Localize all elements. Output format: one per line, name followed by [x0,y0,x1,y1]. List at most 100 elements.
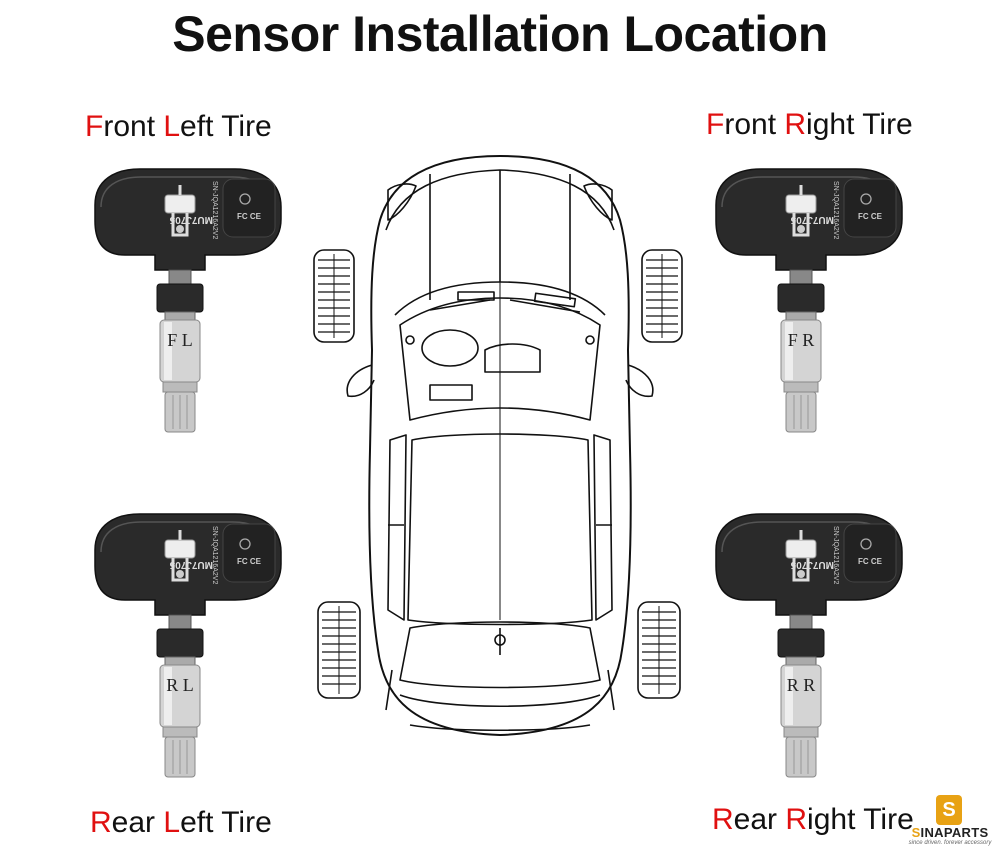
valve-nut [777,628,825,658]
sensor-model: MU7J705 [790,214,834,225]
rear-right-tire-label: Rear Right Tire [712,803,914,837]
position-code: F R [788,330,815,350]
sensor-dot-icon [860,538,872,550]
label-initial: F [85,110,104,143]
cert-mark: FC CE [858,212,883,221]
screw-head [785,194,817,214]
screw-nut [176,225,184,233]
valve-neck [168,269,192,285]
front-right-wheel [641,249,683,343]
sensor-pad [843,178,897,238]
sensor-serial: SN-JQA1216A2V2 [832,181,839,239]
cap-ridges [172,740,188,774]
valve-collar [783,726,819,738]
valve-collar [162,381,198,393]
position-code: R L [166,675,194,695]
label-text: ront [724,108,785,141]
label-initial: F [706,108,725,141]
valve-collar [162,726,198,738]
sensor-pad [222,178,276,238]
valve-nut [156,628,204,658]
front-left-tire-label: Front Left Tire [85,110,272,144]
valve-nut [777,283,825,313]
front-left-wheel [313,249,355,343]
sinaparts-logo: S SINAPARTS since driven. forever access… [900,795,1000,852]
label-text: ear [733,803,786,836]
label-text: ear [111,806,164,839]
label-initial: R [785,803,808,836]
label-text: ight Tire [806,108,913,141]
screw-nut [797,225,805,233]
label-initial: R [712,803,734,836]
label-text: ight Tire [807,803,914,836]
screw-clip [171,185,189,237]
cert-mark: FC CE [237,557,262,566]
valve-neck [789,269,813,285]
brand-rest: INAPARTS [920,825,989,840]
sensor-dot-icon [239,193,251,205]
rear-left-tire-label: Rear Left Tire [90,806,272,840]
sensor-serial: SN-JQA1216A2V2 [211,181,218,239]
logo-mark-icon: S [936,795,962,825]
valve-shine [164,322,172,380]
screw-nut [797,570,805,578]
sensor-dot-icon [239,538,251,550]
sensor-model: MU7J705 [169,559,213,570]
brand-name: SINAPARTS [900,825,1000,840]
cert-mark: FC CE [858,557,883,566]
valve-washer [164,311,196,321]
car-top-view-diagram [313,155,683,736]
cap-ridges [172,395,188,429]
screw-nut [176,570,184,578]
valve-collar [783,381,819,393]
front-right-tire-label: Front Right Tire [706,108,913,142]
cap-ridges [793,395,809,429]
valve-neck [168,614,192,630]
screw-clip [792,530,810,582]
brand-initial: S [911,825,921,840]
cert-mark: FC CE [237,212,262,221]
sensor-dot-icon [860,193,872,205]
rear-left-wheel [317,601,361,699]
valve-nut [156,283,204,313]
sensor-serial: SN-JQA1216A2V2 [832,526,839,584]
screw-head [164,194,196,214]
screw-head [785,539,817,559]
valve-shine [164,667,172,725]
valve-shine [785,667,793,725]
brand-tagline: since driven. forever accessory [908,840,992,846]
screw-head [164,539,196,559]
label-initial: L [163,806,181,839]
label-text: ront [103,110,164,143]
label-text: eft Tire [180,110,272,143]
cap-ridges [793,740,809,774]
label-initial: L [163,110,181,143]
label-initial: R [90,806,112,839]
label-initial: R [784,108,807,141]
sensor-model: MU7J705 [790,559,834,570]
valve-shine [785,322,793,380]
sensor-pad [843,523,897,583]
sensor-serial: SN-JQA1216A2V2 [211,526,218,584]
valve-washer [785,656,817,666]
screw-clip [171,530,189,582]
valve-washer [785,311,817,321]
label-text: eft Tire [180,806,272,839]
position-code: F L [167,330,193,350]
position-code: R R [787,675,816,695]
sensor-pad [222,523,276,583]
page-title: Sensor Installation Location [172,6,828,62]
valve-washer [164,656,196,666]
screw-clip [792,185,810,237]
sensor-model: MU7J705 [169,214,213,225]
rear-right-wheel [637,601,681,699]
valve-neck [789,614,813,630]
